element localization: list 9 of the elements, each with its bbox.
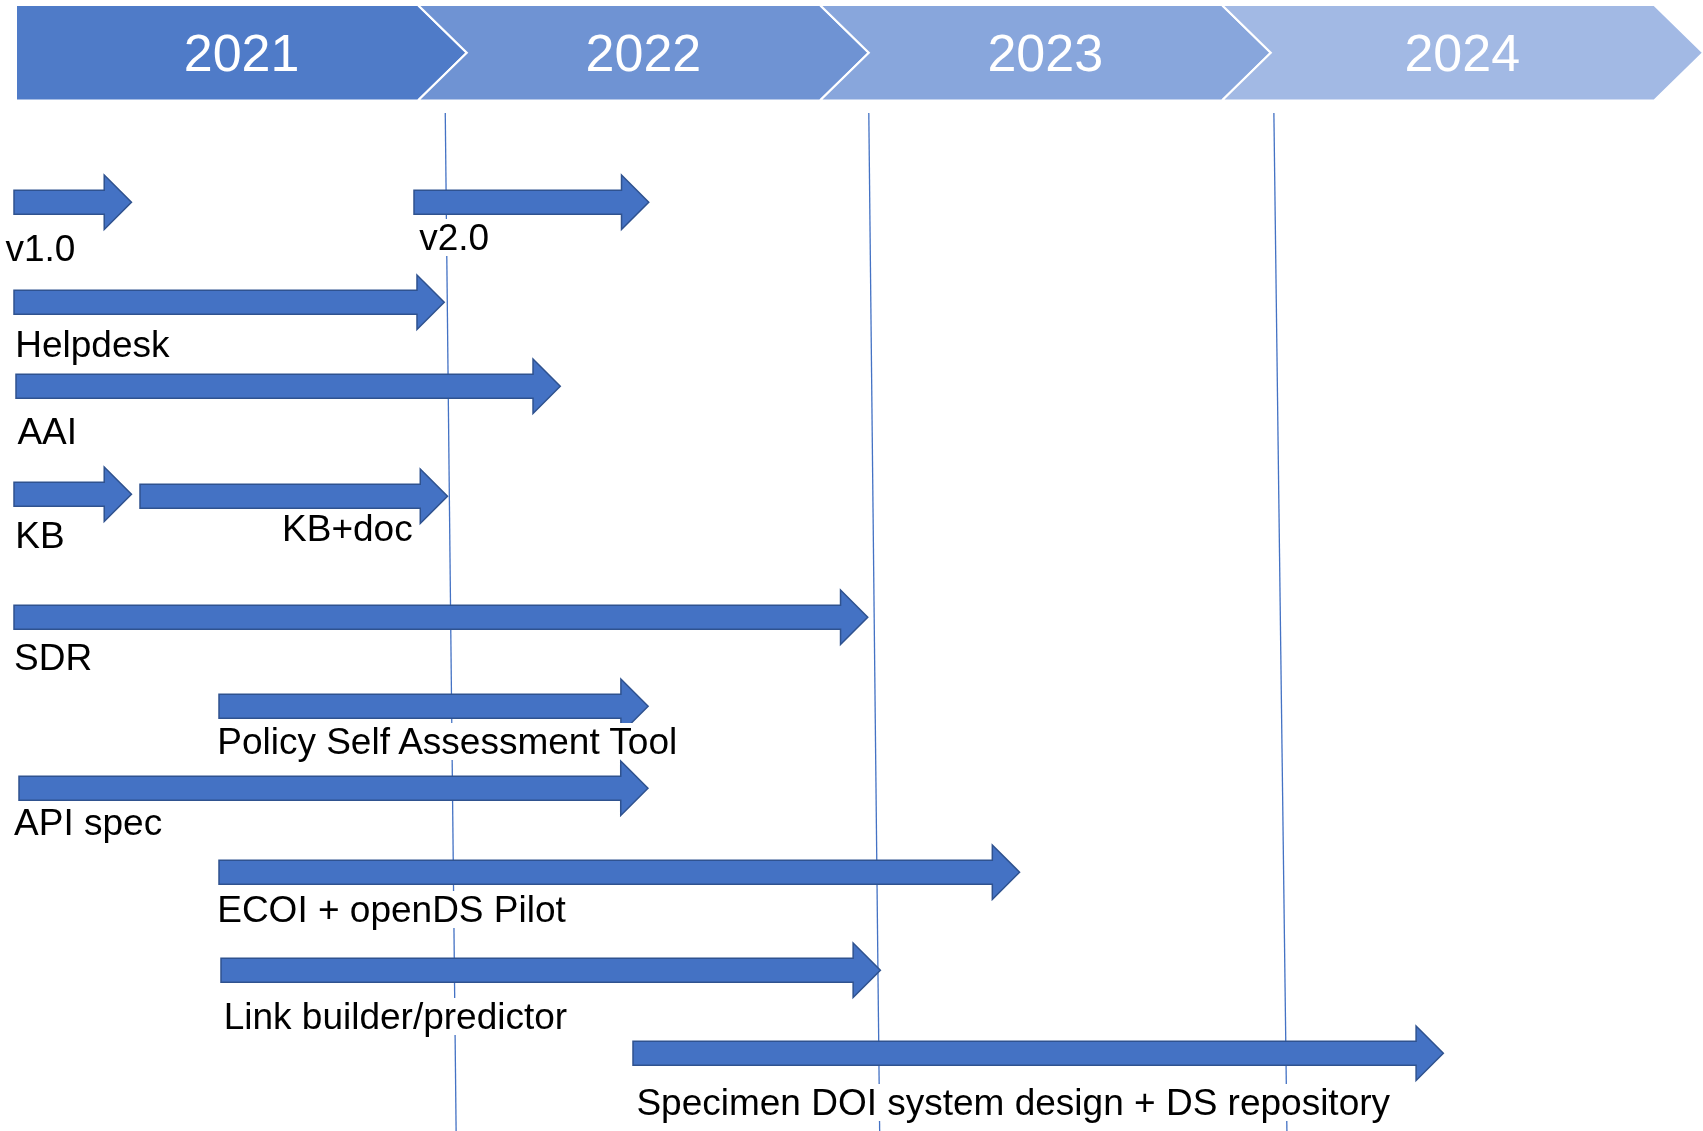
arrow-label: ECOI + openDS Pilot bbox=[217, 890, 566, 928]
year-label: 2023 bbox=[987, 27, 1104, 80]
arrow-label: v2.0 bbox=[419, 219, 490, 257]
year-label: 2021 bbox=[183, 27, 300, 80]
arrow-label: Policy Self Assessment Tool bbox=[217, 723, 678, 761]
year-label: 2024 bbox=[1404, 27, 1521, 80]
arrow-label: Link builder/predictor bbox=[223, 998, 568, 1035]
year-label: 2022 bbox=[585, 27, 702, 80]
arrow-label: Specimen DOI system design + DS repository bbox=[636, 1083, 1391, 1121]
